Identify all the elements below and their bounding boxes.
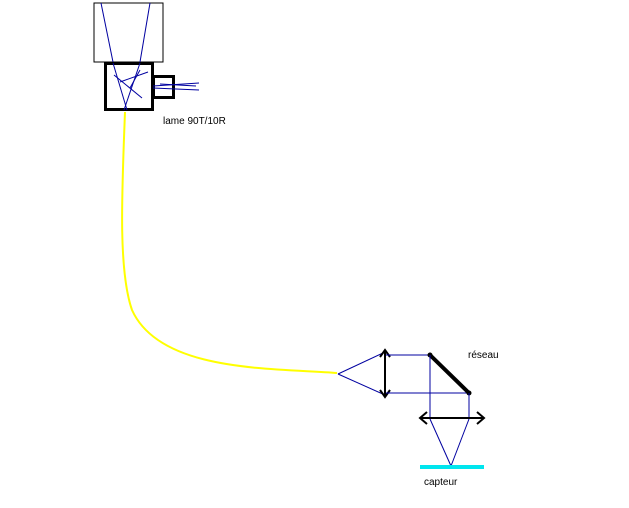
converging-ray-right: [450, 418, 470, 467]
capteur-label: capteur: [424, 477, 458, 488]
focus-lens-arrow-right: [476, 411, 486, 425]
lame-label: lame 90T/10R: [163, 116, 226, 127]
cone-ray-bottom: [337, 373, 386, 396]
source-ray-right: [139, 2, 151, 63]
source-housing: [93, 2, 164, 63]
source-ray-left: [100, 2, 114, 63]
focusing-lens: [418, 411, 486, 425]
fiber-output-cone: [337, 351, 386, 396]
converging-ray-left: [429, 418, 452, 467]
beam-splitter-cube: [104, 62, 154, 111]
splitter-ray-4: [119, 71, 149, 83]
diffraction-grating: [428, 353, 471, 395]
splitter-ray-2: [123, 62, 141, 111]
lens-arrow-bottom: [379, 389, 391, 399]
splitter-ray-3: [113, 74, 143, 99]
reseau-label: réseau: [468, 350, 499, 361]
focus-lens-arrow-left: [418, 411, 428, 425]
cone-ray-top: [337, 351, 386, 375]
splitter-ray-5: [129, 69, 141, 89]
beam-splitter-side-port: [152, 75, 175, 99]
collimating-lens: [379, 348, 391, 399]
splitter-ray-1: [112, 62, 128, 111]
output-ray-c: [159, 83, 197, 87]
beam-splitter-block: [104, 62, 200, 111]
source-housing-outline: [93, 2, 164, 63]
optical-fiber: [121, 111, 338, 374]
output-ray-b: [152, 87, 200, 91]
